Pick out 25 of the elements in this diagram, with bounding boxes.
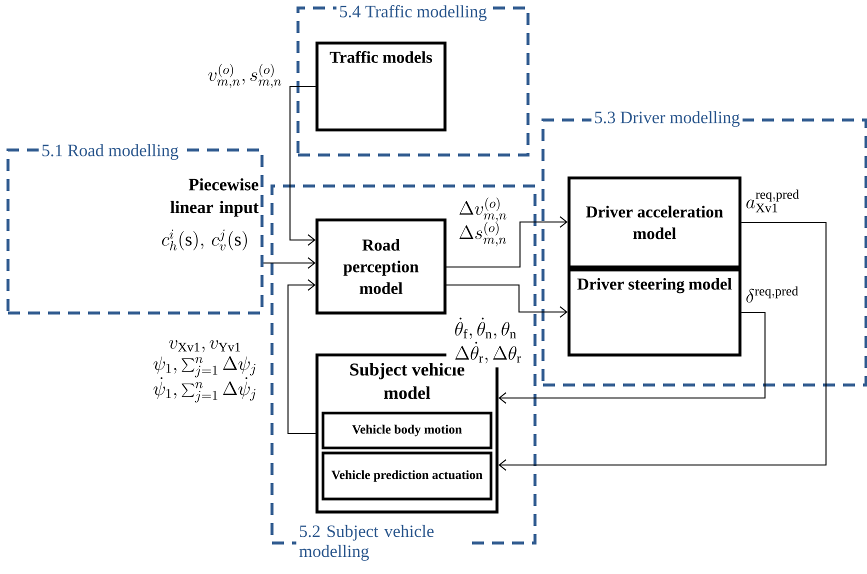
edge-label: $\begin{array}{c} v_{\mathrm{Xv1}}, v_{\mathrm{Yv1}}\\ \psi_1, \sum_{j=1}^{n}\Delta\psi_j\\ \dot\psi_1, \sum_{j=1}^{n}\Delta\dot\psi_j\end{array}$ [145,332,266,404]
arrow [289,86,316,246]
section-heading: 5.2 Subject vehicle modelling [296,522,472,564]
edge-label: $\begin{array}{l}\Delta v_{m,n}^{(o)}\\ \Delta s_{m,n}^{(o)}\end{array}$ [450,196,516,248]
process-box: Driver acceleration model [568,176,742,268]
section-heading: 5.3 Driver modelling [591,108,743,130]
arrow [498,222,827,471]
edge-label: $a_{\mathrm{Xv1}}^{\mathrm{req,pred}}$ [744,188,802,214]
sub-box: Vehicle body motion [322,412,492,450]
edge-label: $\delta^{\mathrm{req,pred}}$ [744,285,800,304]
section-heading: 5.4 Traffic modelling [336,2,490,24]
edge-label: $c_h^{i}(\mathrm{s}),\, c_v^{j}(\mathrm{s})$ [160,228,250,252]
process-box: Driver steering model [568,268,742,356]
input-heading: Piecewise linear input [170,178,259,217]
process-box: Road perception model [316,218,446,314]
section-heading: 5.1 Road modelling [38,141,182,163]
sub-box: Vehicle prediction actuation [322,452,492,500]
edge-label: $\begin{array}{l}\dot\theta_{\mathrm{f}}, \dot\theta_{\mathrm{n}}, \theta_{\mathrm{n}}\\ \Delta\dot\theta_{\mathrm{r}}, \Delta\theta_{\mathrm{r}}\end{array}$ [446,316,530,368]
arrow [287,279,316,434]
arrow [446,216,568,268]
arrow [498,312,766,404]
arrow [446,284,568,318]
edge-label: $v_{m,n}^{(o)}, s_{m,n}^{(o)}$ [206,62,284,90]
arrow [263,257,316,269]
process-box: Traffic models [316,42,446,132]
